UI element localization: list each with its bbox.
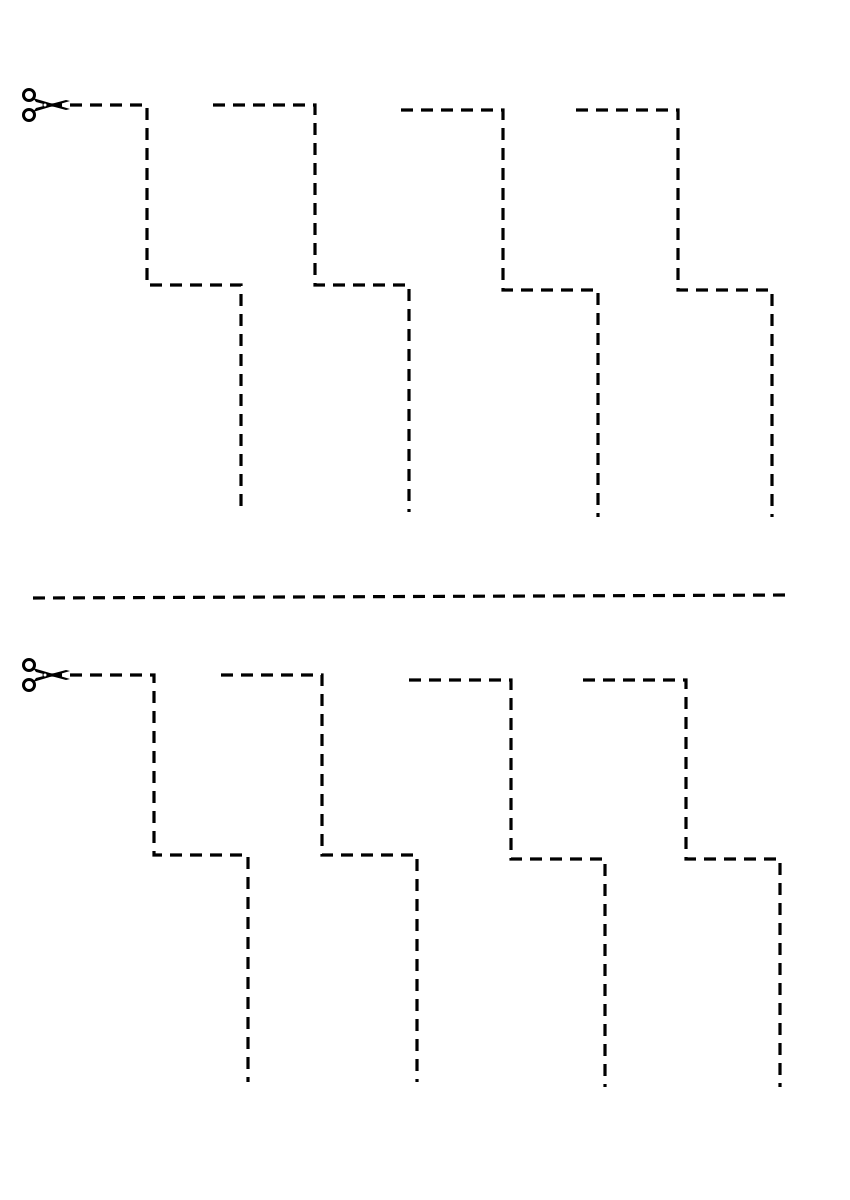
cut-line-top-4[interactable] [576, 108, 774, 517]
cut-line-bottom-1[interactable] [50, 673, 250, 1082]
section-divider[interactable] [32, 593, 791, 600]
cut-line-top-1[interactable] [50, 103, 243, 512]
cut-line-top-3[interactable] [401, 108, 600, 517]
cut-line-bottom-2[interactable] [221, 673, 419, 1082]
top-section [22, 88, 774, 517]
cut-line-bottom-3[interactable] [409, 678, 607, 1087]
cut-line-bottom-4[interactable] [583, 678, 782, 1087]
bottom-section [22, 658, 782, 1087]
cut-line-top-2[interactable] [213, 103, 411, 512]
